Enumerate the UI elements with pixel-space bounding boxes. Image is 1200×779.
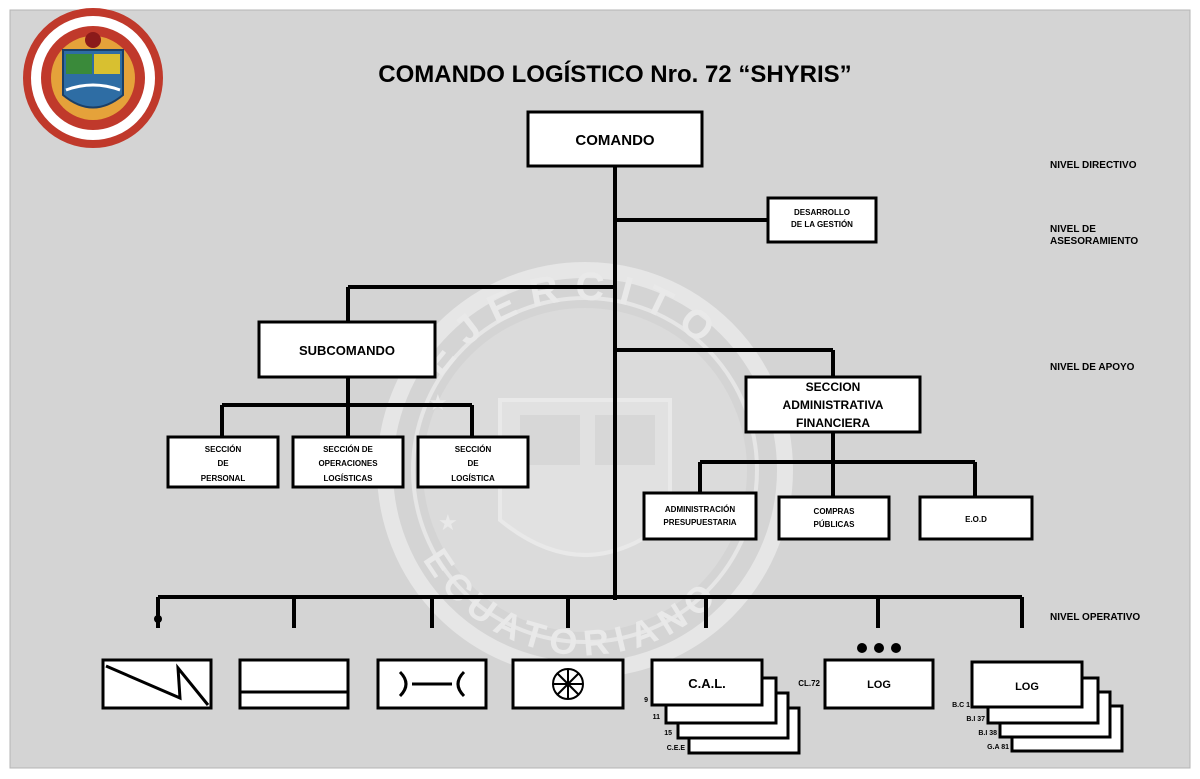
node-subcomando-label: SUBCOMANDO — [299, 343, 395, 358]
cal-unit-label: 11 — [653, 714, 661, 721]
level-operativo-label: NIVEL OPERATIVO — [1050, 612, 1140, 623]
level-directivo-label: NIVEL DIRECTIVO — [1050, 160, 1137, 171]
log-stack-unit-label: B.I 37 — [966, 716, 985, 723]
cal-unit-label: 15 — [664, 730, 672, 737]
node-logistica-label-line3: LOGÍSTICA — [451, 474, 495, 483]
node-desarrollo-label-line2: DE LA GESTIÓN — [791, 220, 853, 229]
node-compras-label-line1: COMPRAS — [814, 507, 856, 516]
node-eod: E.O.D — [918, 495, 1034, 541]
node-seccion-operaciones-logisticas: SECCIÓN DE OPERACIONES LOGÍSTICAS — [291, 435, 405, 489]
emblem-logo — [23, 8, 163, 148]
node-desarrollo-gestion: DESARROLLO DE LA GESTIÓN — [766, 196, 878, 244]
node-compras-publicas: COMPRAS PÚBLICAS — [777, 495, 891, 541]
node-subcomando: SUBCOMANDO — [257, 320, 437, 379]
connector-lines — [156, 165, 1024, 628]
operative-unit-bridge — [376, 658, 488, 710]
node-comando: COMANDO — [526, 110, 704, 168]
operative-unit-cal-stack: C.A.L. 9 11 15 C.E.E — [644, 658, 801, 755]
node-personal-label-line3: PERSONAL — [201, 474, 246, 483]
node-operaciones-label-line2: OPERACIONES — [318, 459, 378, 468]
node-operaciones-label-line3: LOGÍSTICAS — [324, 474, 374, 483]
operative-unit-zigzag — [101, 615, 213, 710]
node-logistica-label-line2: DE — [467, 459, 479, 468]
node-presupuesto-label-line1: ADMINISTRACIÓN — [665, 505, 735, 514]
operative-unit-bar — [238, 658, 350, 710]
log-cl72-unit-label: CL.72 — [798, 679, 820, 688]
log-stack-label: LOG — [1015, 681, 1039, 693]
node-presupuesto-label-line2: PRESUPUESTARIA — [663, 518, 736, 527]
level-asesoramiento-label-line1: NIVEL DE — [1050, 224, 1096, 235]
node-personal-label-line1: SECCIÓN — [205, 445, 242, 454]
node-sec-adm-label-line2: ADMINISTRATIVA — [783, 398, 884, 412]
node-personal-label-line2: DE — [217, 459, 229, 468]
node-eod-label: E.O.D — [965, 515, 987, 524]
unit-size-dot-icon — [154, 615, 162, 623]
zigzag-symbol-icon — [105, 663, 210, 706]
watermark-star-icon: ★ — [438, 510, 458, 535]
log-stack-unit-label: B.C 1 — [952, 702, 970, 709]
chart-title: COMANDO LOGÍSTICO Nro. 72 “SHYRIS” — [378, 60, 851, 88]
operative-unit-wheel — [511, 658, 625, 710]
node-logistica-label-line1: SECCIÓN — [455, 445, 492, 454]
log-stack-unit-label: B.I 38 — [978, 730, 997, 737]
cal-unit-label: 9 — [644, 697, 648, 704]
node-administracion-presupuestaria: ADMINISTRACIÓN PRESUPUESTARIA — [642, 491, 758, 541]
level-apoyo-label: NIVEL DE APOYO — [1050, 362, 1135, 373]
node-sec-adm-label-line1: SECCION — [806, 380, 861, 394]
unit-size-dots-icon — [857, 643, 901, 653]
node-desarrollo-label-line1: DESARROLLO — [794, 208, 850, 217]
watermark-star-icon: ★ — [428, 390, 448, 415]
node-seccion-administrativa-financiera: SECCION ADMINISTRATIVA FINANCIERA — [744, 375, 922, 434]
node-compras-label-line2: PÚBLICAS — [814, 520, 856, 529]
node-seccion-personal: SECCIÓN DE PERSONAL — [166, 435, 280, 489]
wheel-symbol-icon — [552, 668, 584, 700]
cal-label: C.A.L. — [688, 676, 726, 691]
operative-unit-log-stack: LOG B.C 1 B.I 37 B.I 38 G.A 81 — [952, 660, 1124, 753]
cal-unit-label: C.E.E — [667, 745, 686, 752]
node-comando-label: COMANDO — [575, 132, 654, 149]
operative-unit-log-cl72: LOG CL.72 — [798, 643, 935, 710]
bridge-symbol-icon — [398, 670, 466, 698]
node-seccion-logistica: SECCIÓN DE LOGÍSTICA — [416, 435, 530, 489]
node-sec-adm-label-line3: FINANCIERA — [796, 416, 870, 430]
log-cl72-label: LOG — [867, 679, 891, 691]
log-stack-unit-label: G.A 81 — [987, 744, 1009, 751]
node-operaciones-label-line1: SECCIÓN DE — [323, 445, 373, 454]
level-asesoramiento-label-line2: ASESORAMIENTO — [1050, 236, 1138, 247]
